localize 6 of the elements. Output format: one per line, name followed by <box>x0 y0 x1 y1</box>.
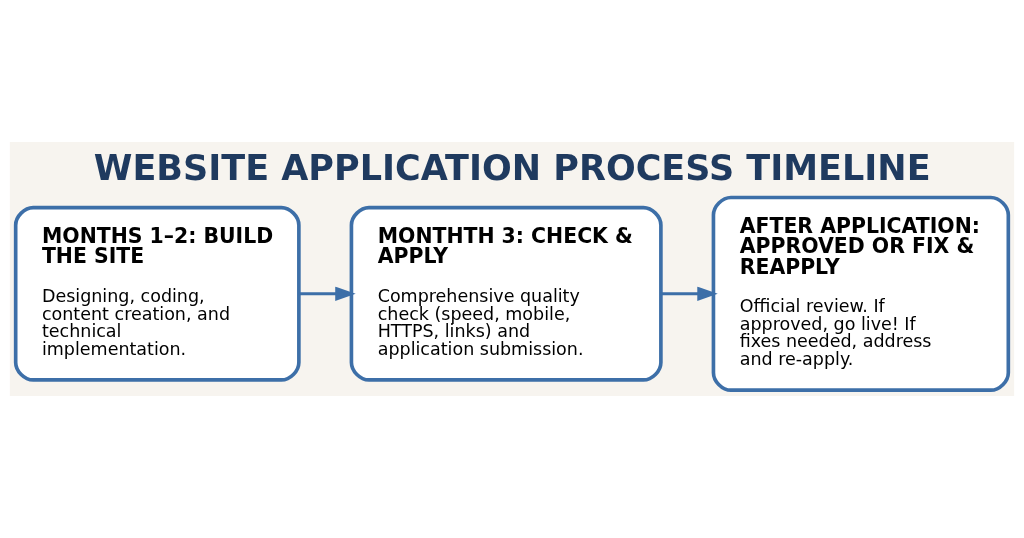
node-box: MONTHTH 3: CHECK & APPLY Comprehensive quality check (speed, mobile, HTTPS, links) and application submission. <box>349 205 663 382</box>
node-box: MONTHS 1–2: BUILD THE SITE Designing, coding, content creation, and technical implementation. <box>13 205 301 382</box>
arrow <box>660 286 718 301</box>
node-box: AFTER APPLICATION: APPROVED OR FIX & REAPPLY Official review. If approved, go live! If fixes needed, address and re-apply. <box>711 195 1011 392</box>
diagram-title: WEBSITE APPLICATION PROCESS TIMELINE <box>93 147 931 189</box>
arrow <box>298 286 356 301</box>
